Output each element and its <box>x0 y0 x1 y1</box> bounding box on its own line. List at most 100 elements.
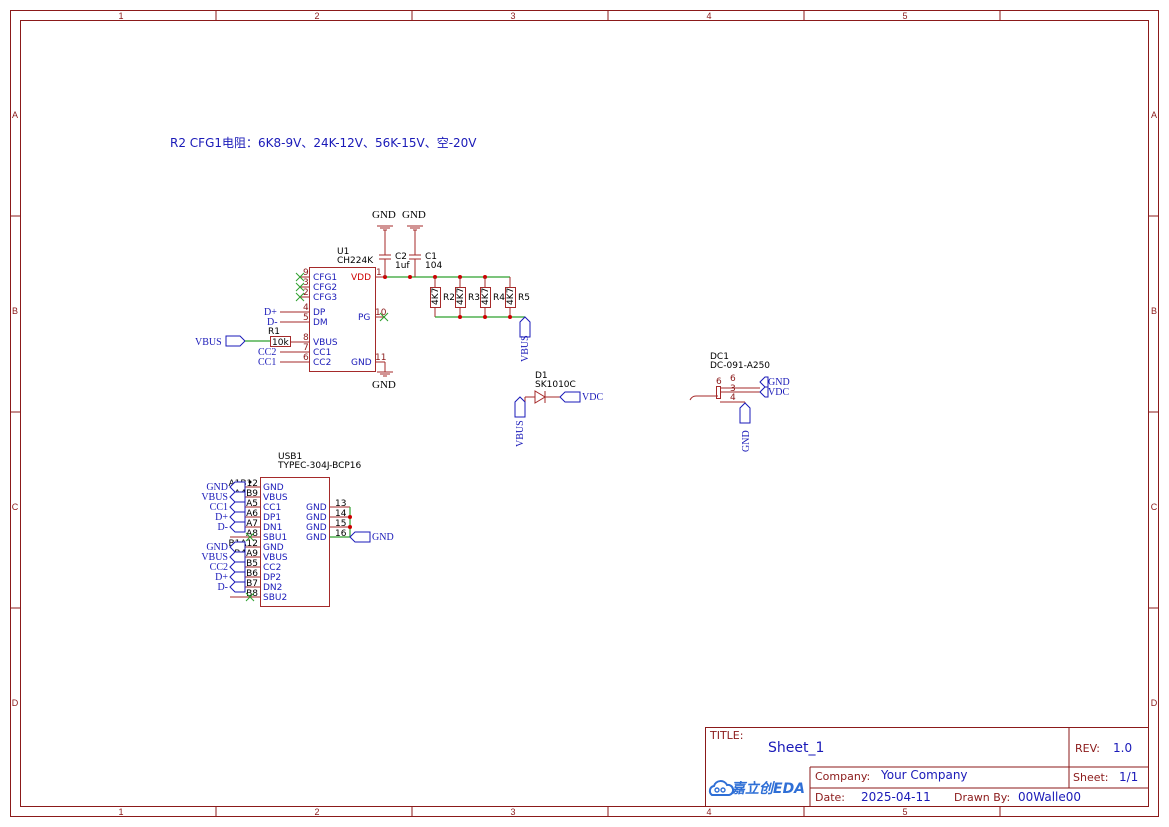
row-label-right: A <box>1151 110 1157 120</box>
drawn-by-value: 00Walle00 <box>1018 790 1081 804</box>
col-label-top: 2 <box>314 11 319 21</box>
u1-ch224k[interactable]: U1 CH224K CFG1 CFG2 CFG3 DP DM VBUS CC1 … <box>280 247 389 372</box>
resistor-r2[interactable]: 4K7 R2 <box>430 277 455 317</box>
usb1-net-label: VBUS <box>201 492 228 503</box>
d1-value: SK1010C <box>535 380 576 390</box>
usb1-net-flag <box>229 571 246 583</box>
usb1-pin-name: GND <box>263 483 284 493</box>
u1-pin-name: VBUS <box>313 338 338 348</box>
resistor-r3[interactable]: 4K7 R3 <box>455 277 480 317</box>
u1-pin-number: 1 <box>376 268 382 278</box>
vbus-port-flag <box>225 335 246 347</box>
u1-pin-name: PG <box>358 313 370 323</box>
usb1-net-flag <box>229 491 246 503</box>
usb1-net-flag <box>229 581 246 593</box>
usb1-net-flag <box>229 561 246 573</box>
r5-ref: R5 <box>518 293 530 303</box>
row-label-left: D <box>12 698 19 708</box>
usb1-net-flag <box>229 481 246 493</box>
dc1-pin-number: 6 <box>730 374 736 384</box>
row-label-left: C <box>12 502 19 512</box>
usb1-pin-number: A8 <box>246 529 258 539</box>
company-value: Your Company <box>880 768 968 782</box>
u1-pin-name: DM <box>313 318 328 328</box>
usb1-net-flag <box>229 541 246 553</box>
gnd-port-flag <box>739 402 751 424</box>
u1-pin-name: GND <box>351 358 372 368</box>
r3-ref: R3 <box>468 293 480 303</box>
c1-ref: C1 <box>425 252 437 262</box>
usb1-net-label: D+ <box>215 512 228 523</box>
u1-pin-name: CFG3 <box>313 293 337 303</box>
col-label-top: 5 <box>902 11 907 21</box>
dc1-value: DC-091-A250 <box>710 361 770 371</box>
sheet-value: 1/1 <box>1119 770 1138 784</box>
cloud-link-icon <box>708 780 735 796</box>
c2-ref: C2 <box>395 252 407 262</box>
usb1-pin-number: 16 <box>335 529 347 539</box>
usb1-pin-name: GND <box>306 503 327 513</box>
col-label-bottom: 1 <box>118 807 123 817</box>
u1-pin-number: 8 <box>303 333 309 343</box>
u1-pin-name: CFG2 <box>313 283 337 293</box>
net-label-vdc: VDC <box>582 392 603 403</box>
usb1-pin-name: SBU2 <box>263 593 287 603</box>
net-label-vbus: VBUS <box>195 337 222 348</box>
c1-capacitor[interactable]: C1 104 <box>409 230 442 277</box>
d1-diode[interactable]: D1 SK1010C <box>525 371 576 404</box>
col-label-bottom: 3 <box>510 807 515 817</box>
usb1-left-pins: GNDA1B12GNDVBUSA4B9VBUSCC1A5CC1DP1A6D+DN… <box>201 479 288 603</box>
usb1-net-label: D+ <box>215 572 228 583</box>
usb1-pin-number: B8 <box>246 589 258 599</box>
u1-pin-number: 9 <box>303 268 309 278</box>
usb1-pin-number: A5 <box>246 499 258 509</box>
date-value: 2025-04-11 <box>861 790 931 804</box>
row-label-left: A <box>12 110 18 120</box>
vdc-port-flag <box>559 391 581 403</box>
u1-pin-name: CC2 <box>313 358 331 368</box>
u1-pin-number: 5 <box>303 313 309 323</box>
dc1-pin-number: 3 <box>730 384 736 394</box>
net-label-vbus: VBUS <box>520 335 531 362</box>
dc1-pin-number: 4 <box>730 393 736 403</box>
usb1-pin-name: CC2 <box>263 563 281 573</box>
resistor-r5[interactable]: 4K7 R5 <box>505 277 530 317</box>
u1-pin-name: CFG1 <box>313 273 337 283</box>
gnd-port-flag <box>349 531 371 543</box>
usb1-net-label: CC2 <box>210 562 228 573</box>
net-label-dp: D+ <box>264 307 277 318</box>
u1-pin-number: 3 <box>303 278 309 288</box>
u1-pin-number: 11 <box>375 353 386 363</box>
drawing-frame: 1 2 3 4 5 1 2 3 4 5 A B C D A B C D <box>10 10 1159 817</box>
r4-ref: R4 <box>493 293 505 303</box>
col-label-bottom: 4 <box>706 807 711 817</box>
company-label: Company: <box>815 770 870 783</box>
usb1-pin-number: A4B9 <box>234 489 258 499</box>
usb1-typec[interactable]: USB1 TYPEC-304J-BCP16 GNDA1B12GNDVBUSA4B… <box>201 452 362 607</box>
usb1-pin-name: GND <box>306 533 327 543</box>
col-label-top: 3 <box>510 11 515 21</box>
r4-value: 4K7 <box>481 288 491 305</box>
usb1-pin-name: CC1 <box>263 503 281 513</box>
row-label-right: D <box>1151 698 1158 708</box>
r5-value: 4K7 <box>506 288 516 305</box>
usb1-pin-name: DP1 <box>263 513 281 523</box>
c2-capacitor[interactable]: C2 1uf <box>379 230 410 277</box>
usb1-net-flag <box>229 521 246 533</box>
rev-label: REV: <box>1075 742 1100 755</box>
usb1-net-flag <box>229 501 246 513</box>
r1-ref: R1 <box>268 327 280 337</box>
r1-resistor[interactable]: R1 10k <box>268 327 291 348</box>
usb1-pin-number: 13 <box>335 499 346 509</box>
dc1-jack[interactable]: DC1 DC-091-A250 6 6 3 4 <box>689 352 770 408</box>
resistor-r4[interactable]: 4K7 R4 <box>480 277 506 317</box>
usb1-pin-name: DP2 <box>263 573 281 583</box>
sheet-label: Sheet: <box>1073 771 1109 784</box>
usb1-net-label: GND <box>206 542 228 553</box>
gnd-symbol: GND <box>372 371 396 391</box>
usb1-net-label: GND <box>206 482 228 493</box>
net-label-vdc: VDC <box>768 387 789 398</box>
usb1-pin-number: B5 <box>246 559 258 569</box>
